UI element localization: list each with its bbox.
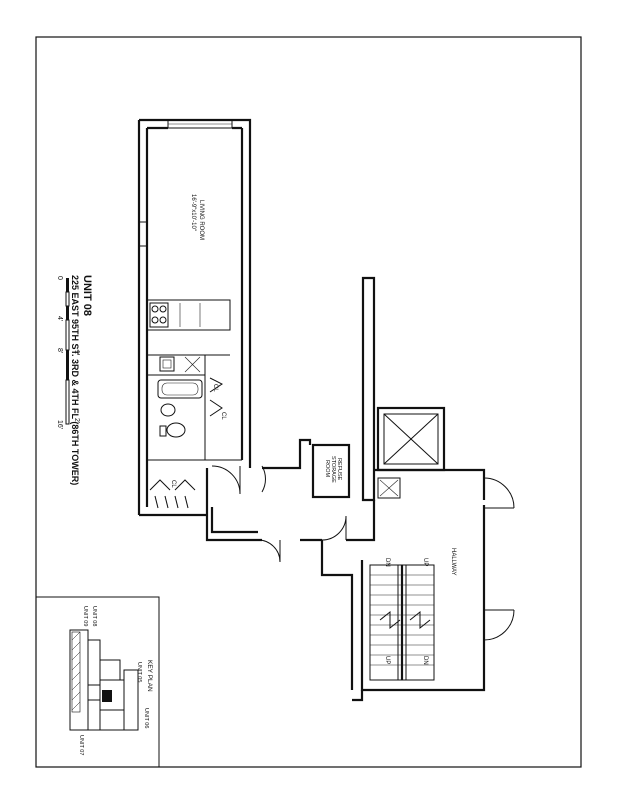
scale-subtick-1: 1' <box>73 350 80 355</box>
key-plan-unit-07: UNIT 07 <box>78 735 84 755</box>
living-room-label: LIVING ROOM 16'-9"x10'-10" <box>190 194 204 240</box>
hallway-label: HALLWAY <box>450 548 456 576</box>
svg-text:CL: CL <box>170 480 176 488</box>
scale-tick-8: 8' <box>56 348 63 353</box>
closet-label-1: CL <box>212 384 218 392</box>
svg-text:16'-9"x10'-10": 16'-9"x10'-10" <box>190 194 196 231</box>
svg-text:DN: DN <box>422 656 428 665</box>
scale-tick-4: 4' <box>56 316 63 321</box>
stairs <box>369 564 435 681</box>
scale-tick-0: 0 <box>56 276 63 280</box>
unit-walls <box>137 118 322 542</box>
svg-text:UP: UP <box>422 558 428 566</box>
closet-doors <box>149 377 223 509</box>
scale-tick-16: 16' <box>56 420 63 429</box>
key-plan: KEY PLAN UNIT 08 UNIT 09 UNIT 05 UNIT 06… <box>35 596 160 768</box>
svg-text:LIVING ROOM: LIVING ROOM <box>198 200 204 240</box>
title-block: UNIT 08 225 EAST 95TH ST. 3RD & 4TH FL (… <box>70 275 93 485</box>
stair-label-up-bottom: UP <box>384 656 390 664</box>
kitchen-fixtures <box>149 302 201 373</box>
refuse-room-label: REFUSE STORAGE ROOM <box>324 456 342 483</box>
address-line: 225 EAST 95TH ST. 3RD & 4TH FL (86TH TOW… <box>70 275 80 485</box>
stair-label-dn-bottom: DN <box>422 656 428 665</box>
svg-text:STORAGE: STORAGE <box>330 456 336 483</box>
stair-label-up-top: UP <box>422 558 428 566</box>
closet-label-2: CL <box>220 412 226 420</box>
svg-text:DN: DN <box>384 558 390 567</box>
svg-text:UP: UP <box>384 656 390 664</box>
svg-text:HALLWAY: HALLWAY <box>450 548 456 576</box>
key-plan-unit-05: UNIT 05 <box>136 662 142 682</box>
bathroom-fixtures <box>157 379 203 438</box>
key-plan-unit-06: UNIT 06 <box>143 708 149 728</box>
core-walls <box>311 276 515 702</box>
scale-subtick-2: 2' <box>73 418 80 423</box>
entry-doors <box>211 465 347 563</box>
stair-label-dn-top: DN <box>384 558 390 567</box>
unit-title: UNIT 08 <box>81 275 93 316</box>
svg-text:REFUSE: REFUSE <box>336 458 342 481</box>
key-plan-unit-09: UNIT 09 <box>82 606 88 626</box>
key-plan-title: KEY PLAN <box>146 660 153 692</box>
scale-bar: 0 4' 8' 16' 1' 2' <box>56 276 80 429</box>
svg-text:CL: CL <box>220 412 226 420</box>
svg-text:ROOM: ROOM <box>324 460 330 478</box>
closet-label-3: CL <box>170 480 176 488</box>
svg-text:CL: CL <box>212 384 218 392</box>
key-plan-unit-08: UNIT 08 <box>91 606 97 626</box>
sheet-border <box>35 36 582 768</box>
